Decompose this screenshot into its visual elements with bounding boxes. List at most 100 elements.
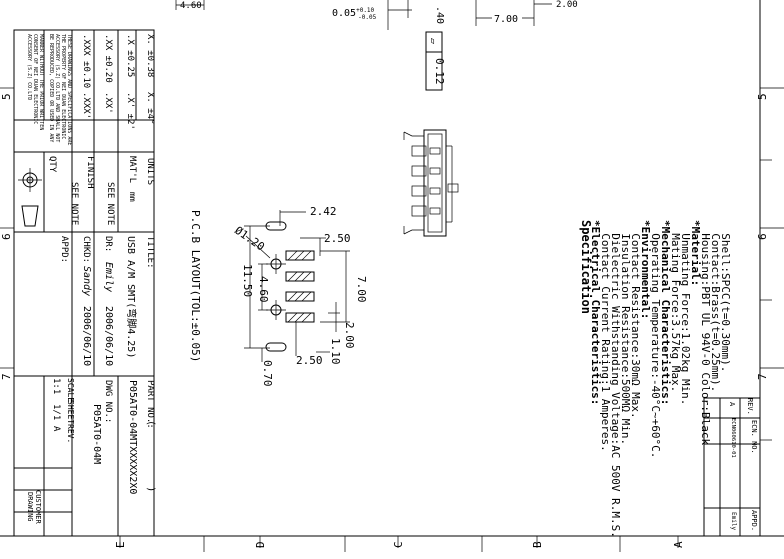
right-zone-5: 5 xyxy=(756,93,769,100)
pcb-dim-dia120: Ø1.20 xyxy=(232,224,267,254)
notice-line-1: THE PROPERTY OF NEI DUAN ELECTRONIC xyxy=(60,34,66,139)
part-no-value: P05AT0-04MTXXXXX2X0 xyxy=(127,380,138,494)
spec-line-12: Contact:Brass(t=0.25mm). xyxy=(709,220,722,392)
tolerance-block: X. ±0.38 X. ±4° .X ±0.25 .X' ±2' .XX ±0.… xyxy=(13,29,155,225)
finish-value: SEE NOTE xyxy=(69,182,79,225)
dwg-no-value: P05AT0-04M xyxy=(91,404,102,464)
tol-row-0-angle: X. ±4° xyxy=(145,92,155,125)
spec-line-10: *Material: xyxy=(689,220,702,286)
matl-label: MAT'L xyxy=(127,156,137,183)
notice-line-5: CONSENT OF NEI DUAN ELECTRONIC xyxy=(32,34,38,124)
pcb-dim-242: 2.42 xyxy=(310,205,337,218)
tol-row-2-angle: .XX' xyxy=(103,92,113,114)
title-value: USB A/M SMT(弯脚4.25) xyxy=(125,236,138,358)
spec-line-6: Operating Temperature:-40°C~+60°C. xyxy=(649,220,662,458)
pcb-dim-460: 4.60 xyxy=(257,276,270,303)
spec-lines: *Electrical Characteristics: Contact Cur… xyxy=(589,220,732,538)
top-dim-center-tol-lo: -0.05 xyxy=(358,14,376,21)
notice-line-2: ACCESSORY (S.Z) CO.LTD AND SHALL NOT xyxy=(54,34,60,142)
pcb-slot xyxy=(265,342,287,352)
appd-label: APPD: xyxy=(59,236,69,263)
customer-label: CUSTOMER xyxy=(34,490,42,525)
projection-symbol xyxy=(18,168,42,227)
pcb-dim-110: 1.10 xyxy=(329,338,342,365)
scale-label: SCALE xyxy=(66,378,75,402)
spec-line-13: Shell:SPCC(t=0.30mm). xyxy=(719,220,732,372)
top-dim-center: 0.05+0.10-0.05 xyxy=(332,7,377,21)
drn-label: DR: xyxy=(103,236,113,252)
top-dim-460: 4.60 xyxy=(180,1,202,11)
connector-side-view xyxy=(403,129,459,237)
pcb-pads xyxy=(285,250,315,323)
sheet-label: SHEET xyxy=(66,400,75,424)
rev-header-rev: REV. xyxy=(746,398,754,415)
drn-date: 2006/06/10 xyxy=(103,306,114,366)
flatness-symbol: ▱ xyxy=(427,38,438,44)
specification: Specification *Electrical Characteristic… xyxy=(579,220,732,538)
spec-line-0: *Electrical Characteristics: xyxy=(589,220,602,405)
pcb-dim-070: 0.70 xyxy=(261,360,274,387)
pcb-pad xyxy=(285,312,315,323)
bottom-zone-ticks xyxy=(119,536,679,552)
spec-line-1: Contact Current Rating:1 Amperes. xyxy=(599,220,612,452)
dwg-no-label: DWG NO.: xyxy=(103,380,113,423)
right-zone-ticks xyxy=(760,87,784,441)
pcb-dim-200: 2.00 xyxy=(343,322,356,349)
sheet-value: 1/1 xyxy=(51,404,61,420)
flatness-value: 0.12 xyxy=(433,58,446,85)
spec-line-5: *Environmental: xyxy=(639,220,652,319)
drn-signature: Emily xyxy=(103,262,114,292)
matl-value: SEE NOTE xyxy=(105,182,115,225)
notice-line-6: ACCESSORY (S.Z) CO.LTD xyxy=(26,34,32,100)
title-label: TITLE: xyxy=(145,236,155,269)
chkd-signature: Sandy xyxy=(81,266,92,296)
rev-label: REV. xyxy=(66,424,75,443)
units-value: mm xyxy=(128,192,137,202)
revision-table: REV. ECN. NO. APPD. A ECN060610-01 Emily xyxy=(703,397,761,537)
right-zone-6: 6 xyxy=(756,233,769,240)
part-no-label: PART NO.: xyxy=(145,380,155,429)
right-zone-7: 7 xyxy=(756,373,769,380)
rev-row-a: A xyxy=(728,402,736,407)
pcb-pad xyxy=(285,250,315,261)
spec-line-4: Contact Resistance:30mΩ Max. xyxy=(629,220,642,419)
spec-line-9: Unmating Force:1.02kg Min. xyxy=(679,220,692,405)
chkd-date: 2006/06/10 xyxy=(81,306,92,366)
notice-line-3: BE REPRODUCED, COPIED OR USED IN ANY xyxy=(48,34,54,142)
tol-row-1: .X ±0.25 xyxy=(125,34,135,77)
spec-line-11: Housing:PBT UL 94V-0 Color:Black xyxy=(699,220,712,446)
zone-b-label: B xyxy=(531,541,544,548)
flatness-callout: ▱ 0.12 xyxy=(425,31,446,91)
spec-line-2: Dielectric Withstanding Voltage:AC 500V … xyxy=(609,220,622,538)
pcb-layout: 2.42 2.50 Ø1.20 4.60 11.50 7.00 2.00 1.1… xyxy=(189,205,368,387)
tol-row-3-angle: .XXX' xyxy=(81,92,91,119)
pcb-pad xyxy=(285,271,315,282)
pcb-caption: P.C.B LAYOUT(TOL:±0.05) xyxy=(189,210,202,362)
left-zone-7: 7 xyxy=(0,373,13,380)
tol-row-0: X. ±0.38 xyxy=(145,34,155,77)
units-label: UNITS xyxy=(145,158,155,185)
notice-line-0: THESE DRAWINGS AND SPECIFICATIONS ARE xyxy=(66,34,72,145)
top-dim-200: 2.00 xyxy=(556,0,578,10)
bottom-zone-letters: E D C B A xyxy=(114,541,685,548)
zone-a-label: A xyxy=(672,541,685,548)
top-dim-center-base: 0.05 xyxy=(332,8,356,19)
zone-d-label: D xyxy=(254,541,267,548)
rev-value: A xyxy=(51,426,61,432)
scale-value: 1:1 xyxy=(51,378,61,394)
top-dim-040: .40 xyxy=(434,6,445,24)
qty-label: QTY xyxy=(47,156,57,173)
rev-row-appd: Emily xyxy=(730,512,737,530)
top-dimensions: 4.60 0.05+0.10-0.05 .40 7.00 2.00 xyxy=(175,0,578,30)
rev-header-ecn: ECN. NO. xyxy=(750,420,758,454)
tol-row-1-angle: .X' ±2' xyxy=(125,92,135,130)
chkd-label: CHKD: xyxy=(81,236,91,263)
zone-c-label: C xyxy=(392,541,405,548)
left-zone-6: 6 xyxy=(0,233,13,240)
drawing-label: DRAWING xyxy=(26,492,34,522)
rev-header-appd: APPD. xyxy=(750,510,758,531)
title-block: TITLE: USB A/M SMT(弯脚4.25) DR: Emily 200… xyxy=(13,151,156,537)
spec-line-3: Insulation Resistance:500MΩ Min. xyxy=(619,220,632,445)
finish-label: FINISH xyxy=(85,156,95,189)
